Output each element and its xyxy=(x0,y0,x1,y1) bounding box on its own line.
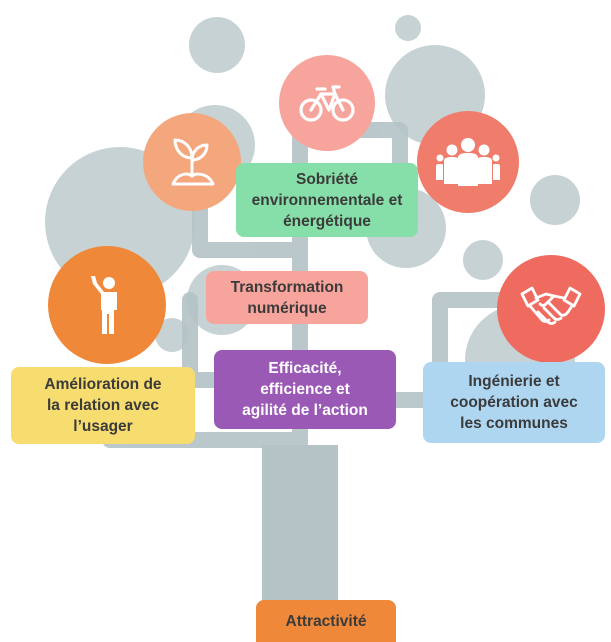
label-attractivite: Attractivité xyxy=(256,600,396,642)
people-group-icon xyxy=(417,111,519,213)
label-amelioration: Amélioration de la relation avec l’usage… xyxy=(11,367,195,444)
sprout-icon xyxy=(143,113,241,211)
label-ingenierie: Ingénierie et coopération avec les commu… xyxy=(423,362,605,443)
label-efficacite: Efficacité, efficience et agilité de l’a… xyxy=(214,350,396,429)
handshake-icon xyxy=(497,255,605,363)
bicycle-icon xyxy=(279,55,375,151)
person-waving-icon xyxy=(48,246,166,364)
label-sobriete: Sobriété environnementale et énergétique xyxy=(236,163,418,237)
label-transformation: Transformation numérique xyxy=(206,271,368,324)
